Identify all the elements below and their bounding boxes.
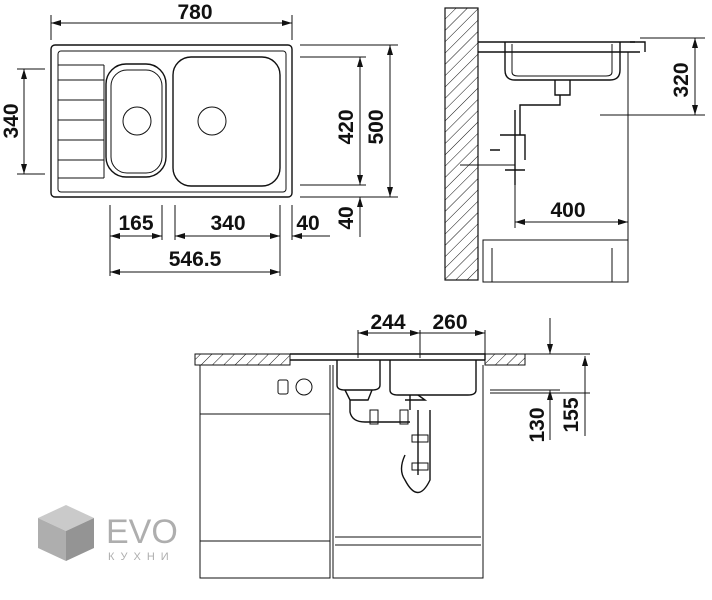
dim-780: 780	[177, 1, 212, 24]
dim-420: 420	[335, 109, 358, 144]
small-drain	[122, 106, 152, 136]
large-drain	[197, 106, 227, 136]
side-view: 320 400	[444, 7, 705, 283]
dim-546-5: 546.5	[169, 248, 222, 271]
watermark-sub: КУХНИ	[108, 551, 175, 563]
dim-320: 320	[670, 62, 693, 97]
watermark-brand: EVO	[106, 513, 178, 551]
dim-40-horizontal: 40	[296, 212, 319, 235]
drainboard-ribs	[58, 64, 105, 179]
dim-500: 500	[365, 109, 388, 144]
dim-244: 244	[370, 311, 405, 334]
dim-40-vertical: 40	[335, 206, 358, 229]
top-view: 780 340 420 500 40 165 340 40 546.5	[0, 1, 398, 276]
front-view: 244 260 130 155	[194, 311, 590, 579]
dim-130: 130	[526, 407, 549, 442]
dim-165: 165	[118, 212, 153, 235]
dim-340-left: 340	[0, 103, 23, 138]
dim-340-bottom: 340	[210, 212, 245, 235]
dim-155: 155	[560, 397, 583, 432]
dim-400: 400	[550, 199, 585, 222]
watermark-logo: EVO КУХНИ	[38, 505, 178, 563]
dim-260: 260	[432, 311, 467, 334]
